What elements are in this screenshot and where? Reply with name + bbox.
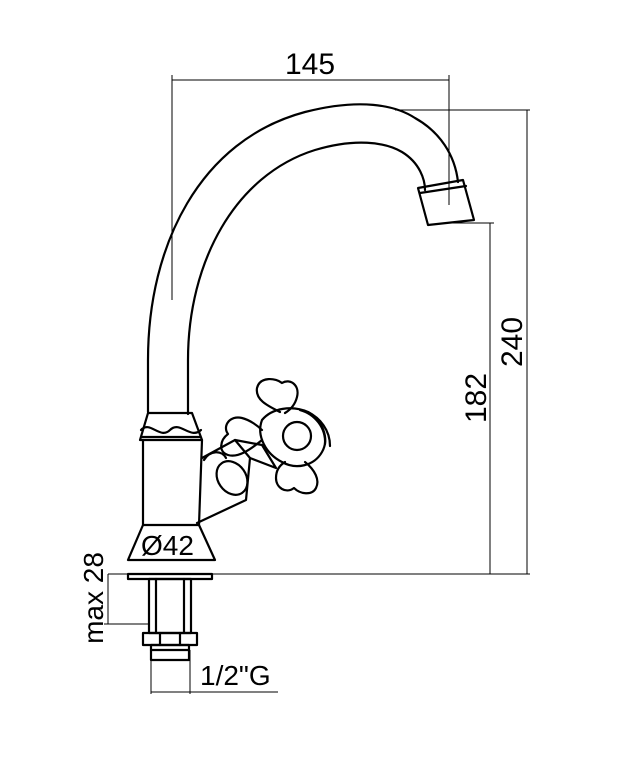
- dimension-total-height-240: 240: [395, 109, 530, 574]
- dimension-reach-145: 145: [171, 48, 450, 300]
- aerator: [416, 178, 476, 227]
- dimension-label-240: 240: [496, 317, 529, 367]
- dimension-label-max-28: max 28: [78, 552, 109, 644]
- threaded-shank: [141, 577, 199, 662]
- dimension-label-diameter: Ø42: [141, 530, 194, 561]
- dimension-label-thread: 1/2"G: [200, 660, 271, 691]
- spout-collar: [138, 411, 204, 442]
- dimension-label-182: 182: [460, 373, 493, 423]
- spout: [146, 103, 476, 416]
- dimension-max-28: max 28: [78, 552, 150, 644]
- valve-housing: [195, 438, 278, 525]
- dimension-thread: 1/2"G: [150, 650, 278, 694]
- tap-body: Ø42: [126, 438, 217, 562]
- dimension-label-145: 145: [285, 48, 335, 81]
- dimension-outlet-height-182: 182: [452, 222, 494, 574]
- cross-handle: [220, 378, 332, 495]
